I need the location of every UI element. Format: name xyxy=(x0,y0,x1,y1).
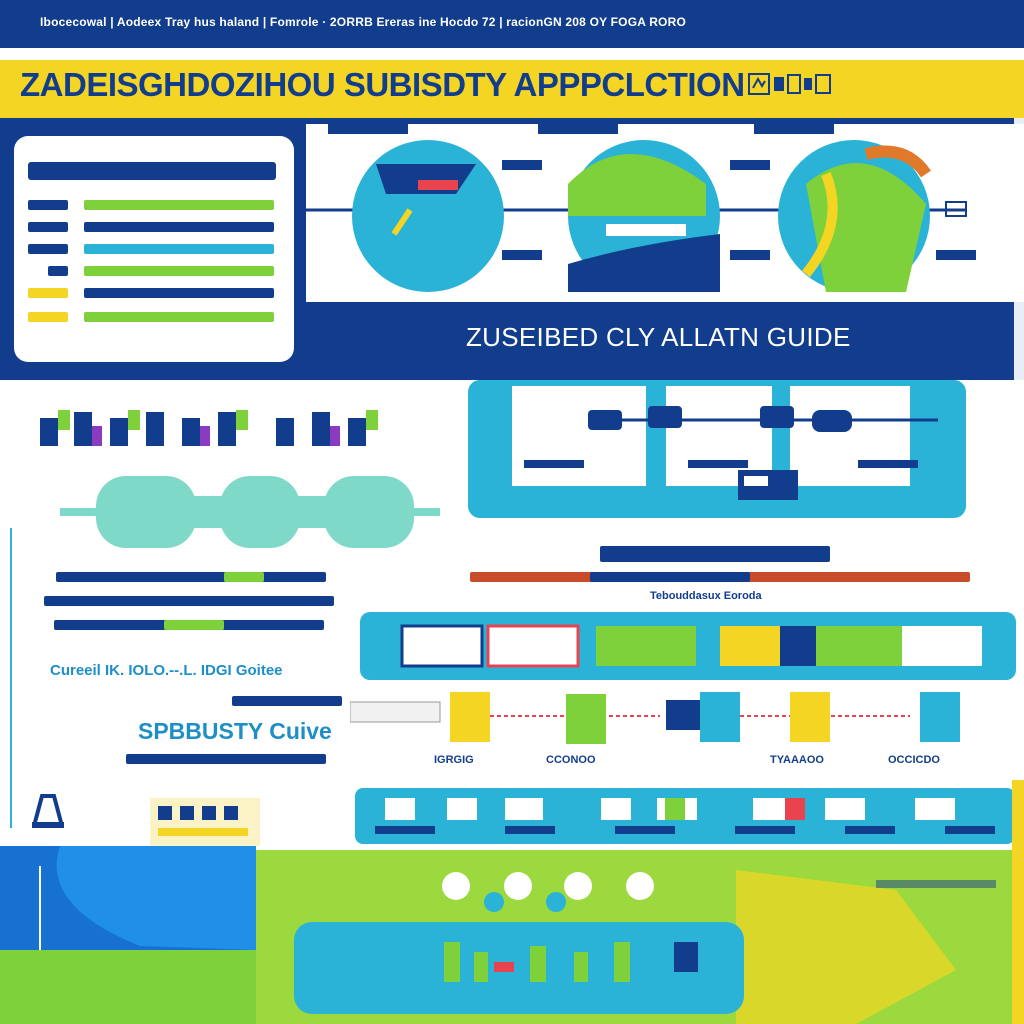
panel-row xyxy=(84,312,274,322)
process-illustration xyxy=(306,124,1024,302)
panel-row xyxy=(28,200,68,210)
right-edge-band xyxy=(1012,780,1024,1024)
process-subheading xyxy=(470,572,970,584)
steps-band xyxy=(355,788,1015,844)
subsidy-curve-caption xyxy=(126,754,326,764)
process-panel-graphic xyxy=(512,386,938,500)
region-map-graphic xyxy=(442,870,996,1024)
guide-title: ZUSEIBED CLY ALLATN GUIDE xyxy=(466,322,851,352)
process-panel xyxy=(468,380,966,518)
subsidy-curve-subtitle xyxy=(232,696,342,710)
documents-icon xyxy=(150,798,260,846)
subsidy-curve-title: SPBBUSTY Cuive xyxy=(138,718,332,744)
flow-wave-graphic xyxy=(60,476,440,548)
panel-row xyxy=(84,266,274,276)
card-band-graphic xyxy=(400,624,982,668)
text-line xyxy=(224,572,264,582)
building-icon xyxy=(32,794,64,828)
left-text-block xyxy=(44,572,334,642)
process-heading xyxy=(600,544,830,564)
panel-row xyxy=(28,222,68,232)
page-title: ZADEISGHDOZIHOU SUBISDTY APPPCLCTION xyxy=(20,66,745,103)
stamp-icon xyxy=(748,73,831,95)
panel-row xyxy=(28,244,68,254)
process-circles xyxy=(306,124,976,292)
step-circle-3 xyxy=(778,140,931,292)
left-caption: Cureeil IK. IOLO.--.L. IDGI Goitee xyxy=(50,662,283,679)
people-icons-row xyxy=(30,410,378,446)
panel-rows xyxy=(28,200,284,350)
top-navigation-text[interactable]: Ibocecowal | Aodeex Tray hus haland | Fo… xyxy=(40,15,686,29)
process-caption: Tebouddasux Eoroda xyxy=(650,590,762,602)
panel-row xyxy=(48,266,68,276)
step-label-4: OCCICDO xyxy=(888,754,940,766)
nav-divider xyxy=(0,48,1024,60)
subtitle-glyphs xyxy=(232,696,342,706)
panel-row xyxy=(28,288,68,298)
step-label-3: TYAAAOO xyxy=(770,754,824,766)
step-circle-2 xyxy=(568,140,720,292)
text-line xyxy=(164,620,224,630)
text-line xyxy=(56,572,326,582)
stakeholder-icons xyxy=(350,692,960,744)
step-circle-1 xyxy=(352,140,504,292)
heading-glyphs xyxy=(600,546,830,562)
card-band xyxy=(360,612,1016,680)
title-band xyxy=(0,60,1024,118)
panel-row xyxy=(84,200,274,210)
step-label-2: CCONOO xyxy=(546,754,596,766)
panel-row xyxy=(84,222,274,232)
text-line xyxy=(44,596,334,606)
top-navigation-bar xyxy=(0,0,1024,48)
panel-row xyxy=(28,312,68,322)
left-connector-line xyxy=(10,528,12,828)
region-map-left-ground xyxy=(0,950,256,1024)
panel-row xyxy=(84,288,274,298)
panel-heading-glyphs xyxy=(28,162,276,180)
subheading-glyphs-2 xyxy=(590,572,750,582)
steps-band-graphic xyxy=(375,798,995,834)
region-map-water xyxy=(294,922,744,1014)
eligibility-panel xyxy=(14,136,294,362)
region-map-water-graphic xyxy=(444,942,698,982)
step-label-1: IGRGIG xyxy=(434,754,474,766)
panel-row xyxy=(84,244,274,254)
